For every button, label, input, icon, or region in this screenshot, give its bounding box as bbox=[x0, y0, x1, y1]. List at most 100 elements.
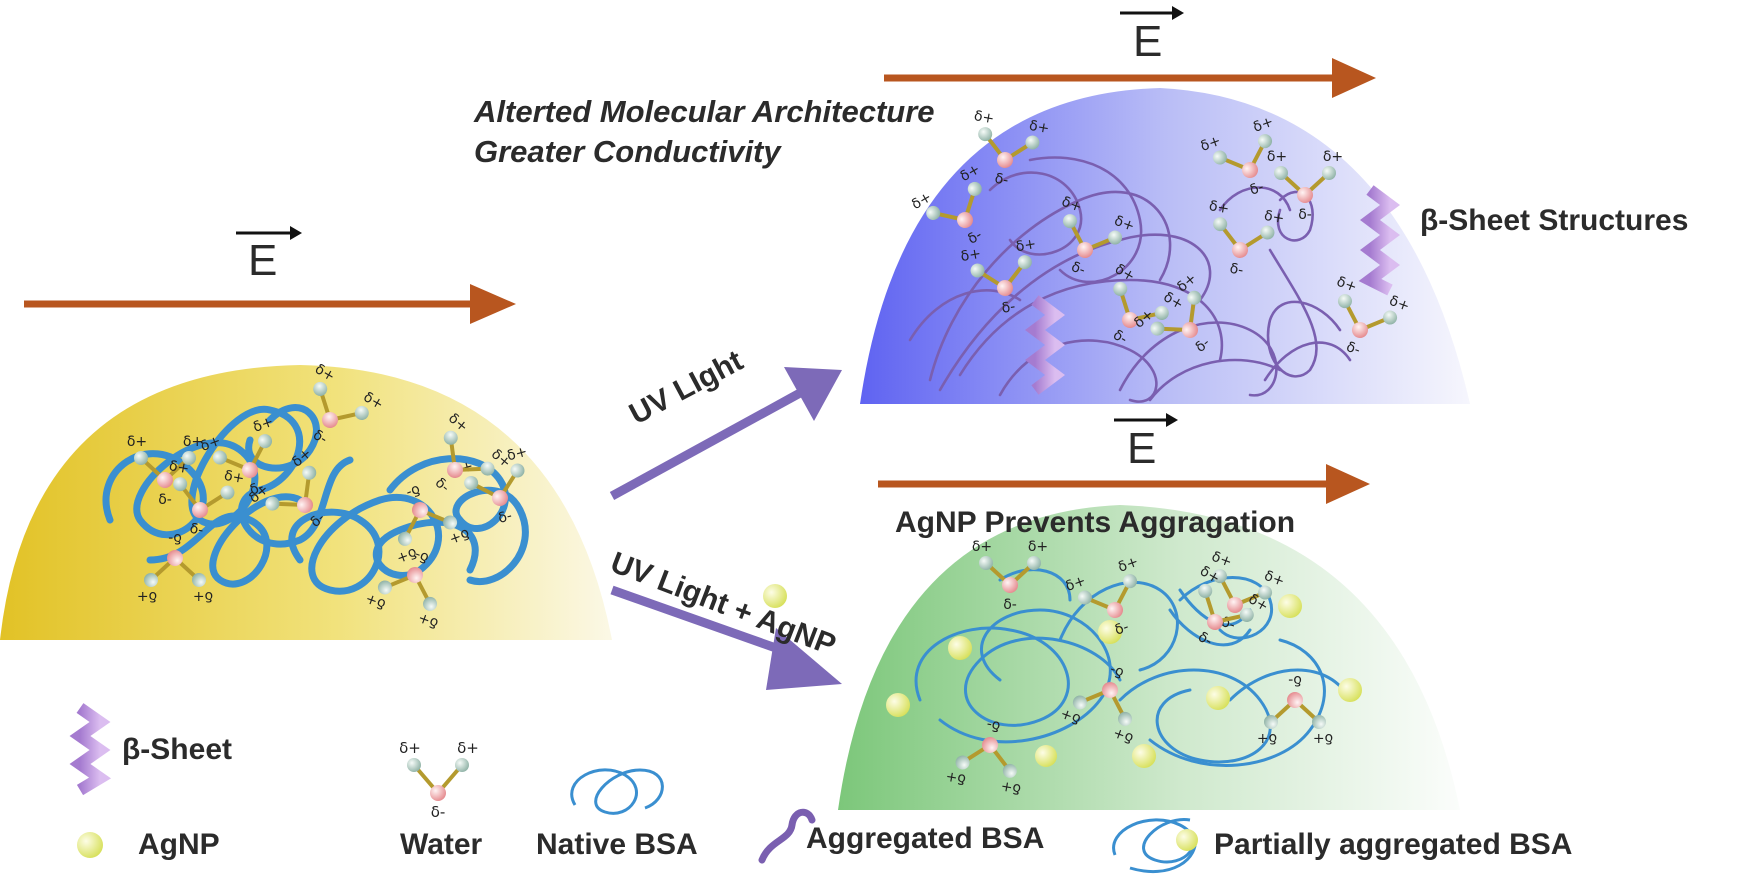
svg-text:δ-: δ- bbox=[158, 492, 172, 508]
svg-text:δ+: δ+ bbox=[1387, 293, 1412, 315]
legend-partially-aggregated-bsa-label: Partially aggregated BSA bbox=[1214, 828, 1573, 861]
svg-text:δ-: δ- bbox=[1228, 261, 1244, 279]
svg-text:δ+: δ+ bbox=[1000, 778, 1023, 797]
water-molecule: δ+δ+δ- bbox=[198, 414, 276, 499]
agnp-dome bbox=[838, 505, 1460, 810]
agnp-on-arrow bbox=[763, 584, 787, 608]
field-arrow-left bbox=[24, 226, 516, 324]
svg-text:δ+: δ+ bbox=[1058, 705, 1083, 727]
uv-dome bbox=[860, 88, 1470, 404]
legend-native-bsa-icon bbox=[570, 768, 664, 815]
svg-text:δ+: δ+ bbox=[1111, 724, 1136, 746]
beta-sheet-dome bbox=[1025, 295, 1065, 395]
svg-text:δ+: δ+ bbox=[1313, 730, 1333, 746]
svg-text:δ+: δ+ bbox=[1251, 114, 1276, 136]
legend-partially-aggregated-bsa-icon bbox=[1112, 818, 1198, 874]
svg-text:δ+: δ+ bbox=[1323, 149, 1343, 165]
svg-text:δ+: δ+ bbox=[1059, 194, 1084, 216]
water-molecule: δ+ δ+ δ- bbox=[1257, 672, 1333, 746]
water-molecule: δ+δ+δ- bbox=[451, 444, 529, 527]
water-molecule: δ+ δ+ δ- bbox=[973, 108, 1051, 189]
svg-text:δ-: δ- bbox=[1000, 299, 1016, 317]
native-bsa-chains bbox=[102, 404, 529, 595]
legend-beta-sheet-icon bbox=[69, 703, 112, 796]
svg-text:δ-: δ- bbox=[1113, 619, 1131, 639]
heading-agnp-prevents: AgNP Prevents Aggragation bbox=[895, 506, 1296, 539]
svg-text:δ-: δ- bbox=[985, 716, 1001, 734]
svg-text:δ+: δ+ bbox=[1028, 118, 1051, 137]
svg-text:δ+: δ+ bbox=[944, 768, 967, 787]
svg-text:δ+: δ+ bbox=[1112, 213, 1137, 235]
svg-text:δ+: δ+ bbox=[223, 468, 246, 487]
svg-text:δ-: δ- bbox=[1248, 179, 1266, 199]
water-molecule: δ+ δ+ δ- bbox=[168, 458, 246, 539]
field-symbol-bottom: E bbox=[1127, 424, 1157, 473]
water-molecule: δ+ δ+ δ- bbox=[1267, 149, 1343, 223]
aggregated-bsa-chains bbox=[908, 156, 1352, 403]
water-molecule: δ+δ+δ- bbox=[394, 481, 472, 566]
svg-text:δ+: δ+ bbox=[1267, 149, 1287, 165]
field-symbol-top: E bbox=[1133, 17, 1163, 66]
heading-architecture: Alterted Molecular Architecture bbox=[474, 94, 935, 129]
legend-aggregated-bsa-icon bbox=[758, 808, 816, 864]
svg-text:δ-: δ- bbox=[188, 521, 204, 539]
field-arrow-bottom bbox=[878, 413, 1370, 504]
svg-text:δ-: δ- bbox=[497, 508, 514, 527]
water-molecule: δ+ δ+ δ- bbox=[1058, 661, 1136, 746]
svg-text:δ+: δ+ bbox=[137, 588, 157, 604]
legend-native-bsa-label: Native BSA bbox=[536, 828, 698, 861]
legend-beta-sheet-label: β-Sheet bbox=[122, 733, 232, 766]
svg-text:δ+: δ+ bbox=[959, 246, 982, 265]
svg-text:δ-: δ- bbox=[1069, 259, 1087, 279]
svg-text:δ-: δ- bbox=[168, 530, 182, 546]
svg-text:δ-: δ- bbox=[1288, 672, 1302, 688]
svg-text:δ+: δ+ bbox=[1063, 573, 1088, 595]
water-molecule: δ+δ+δ- bbox=[363, 546, 441, 631]
svg-text:δ+: δ+ bbox=[505, 444, 529, 465]
water-molecule: δ+δ+δ- bbox=[432, 410, 514, 496]
partially-aggregated-bsa-chains bbox=[914, 568, 1352, 767]
svg-text:δ+: δ+ bbox=[1198, 133, 1223, 155]
svg-text:δ+: δ+ bbox=[1257, 730, 1277, 746]
svg-text:δ+: δ+ bbox=[193, 588, 213, 604]
svg-text:δ+: δ+ bbox=[973, 108, 996, 127]
svg-text:δ+: δ+ bbox=[127, 434, 147, 450]
svg-text:δ-: δ- bbox=[1344, 339, 1362, 359]
svg-text:δ+: δ+ bbox=[972, 539, 992, 555]
svg-text:δ-: δ- bbox=[1298, 207, 1312, 223]
legend-water-icon: δ+δ+δ- bbox=[399, 739, 479, 821]
water-molecule: δ+ δ+ δ- bbox=[1059, 194, 1137, 279]
water-molecule: δ+δ+δ- bbox=[972, 539, 1048, 613]
agnp-particles bbox=[886, 594, 1362, 768]
svg-text:δ+: δ+ bbox=[251, 414, 276, 436]
svg-text:δ-: δ- bbox=[431, 803, 446, 821]
svg-text:δ-: δ- bbox=[1108, 661, 1126, 681]
water-molecule: δ+ δ+ δ- bbox=[137, 530, 213, 604]
uv-light-arrow bbox=[609, 367, 842, 500]
svg-text:δ+: δ+ bbox=[457, 739, 479, 757]
water-molecule: δ+δ+δ- bbox=[1208, 198, 1286, 279]
water-molecule: δ+ δ+ δ- bbox=[1198, 114, 1276, 199]
water-molecule: δ+ δ+ δ- bbox=[127, 434, 203, 508]
heading-beta-sheet-structures: β-Sheet Structures bbox=[1420, 204, 1689, 237]
water-molecule: δ+ δ+ δ- bbox=[1334, 274, 1412, 359]
svg-text:δ+: δ+ bbox=[1263, 208, 1286, 227]
svg-text:δ-: δ- bbox=[993, 171, 1009, 189]
beta-sheet-structures-icon bbox=[1358, 185, 1400, 296]
svg-text:δ+: δ+ bbox=[363, 590, 388, 612]
svg-text:δ+: δ+ bbox=[1262, 568, 1287, 590]
svg-text:δ-: δ- bbox=[404, 481, 422, 501]
svg-text:δ-: δ- bbox=[248, 479, 266, 499]
legend-agnp-icon bbox=[77, 832, 103, 858]
svg-text:δ+: δ+ bbox=[198, 433, 223, 455]
svg-text:δ+: δ+ bbox=[447, 525, 472, 547]
svg-text:δ-: δ- bbox=[1003, 597, 1017, 613]
svg-text:δ+: δ+ bbox=[183, 434, 203, 450]
water-molecules: δ+δ+δ-δ+δ+δ-δ+δ+δ-δ+δ+δ-δ+δ+δ-δ+δ+δ-δ+δ+… bbox=[127, 108, 1412, 797]
svg-text:δ+: δ+ bbox=[416, 609, 441, 631]
water-molecule: δ+δ+δ- bbox=[1209, 549, 1287, 634]
water-molecule: δ+δ+δ- bbox=[1131, 270, 1213, 356]
svg-text:δ+: δ+ bbox=[1334, 274, 1359, 296]
svg-text:δ+: δ+ bbox=[168, 458, 191, 477]
